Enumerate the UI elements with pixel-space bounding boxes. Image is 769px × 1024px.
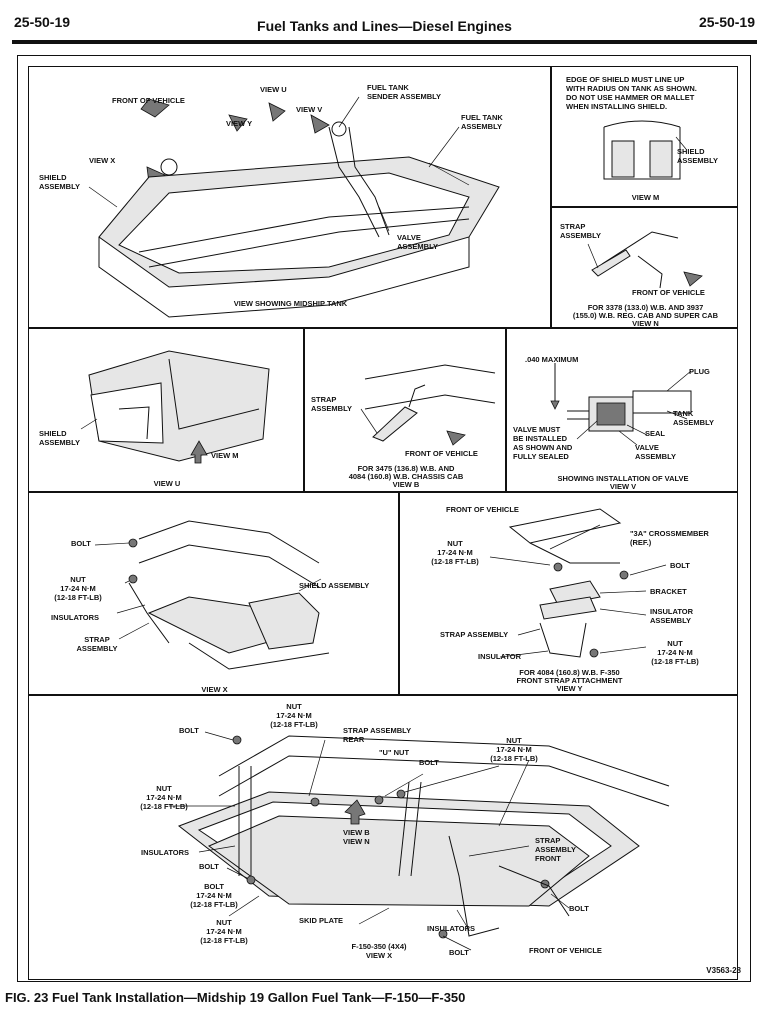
caption-view-n: FOR 3378 (133.0) W.B. AND 3937 (155.0) W…	[572, 303, 719, 328]
caption-view-b: FOR 3475 (136.8) W.B. AND 4084 (160.8) W…	[348, 464, 464, 489]
view-v-drawing	[550, 363, 692, 446]
label-bolt-y: BOLT	[670, 561, 690, 570]
figure-frame	[17, 55, 751, 982]
label-front-of-vehicle-y: FRONT OF VEHICLE	[446, 505, 519, 514]
label-bolt-torque-4x4: BOLT 17-24 N·m (12-18 FT-LB)	[190, 882, 238, 909]
panel-midship-tank: FRONT OF VEHICLE VIEW U VIEW V VIEW Y VI…	[28, 66, 551, 328]
label-front-of-vehicle-n: FRONT OF VEHICLE	[632, 288, 705, 297]
caption-midship-tank: VIEW SHOWING MIDSHIP TANK	[233, 299, 348, 308]
label-fuel-tank-sender: FUEL TANK SENDER ASSEMBLY	[367, 83, 442, 101]
label-shield-assembly-u: SHIELD ASSEMBLY	[39, 429, 80, 447]
view-b-drawing	[360, 364, 496, 446]
arrow-front-n	[683, 271, 703, 287]
figure-code: V3563-28	[706, 966, 741, 975]
frame-rails	[98, 237, 470, 318]
midship-tank-drawing	[88, 96, 500, 318]
label-nut-top-y: NUT 17-24 N·m (12-18 FT-LB)	[431, 539, 479, 566]
header-rule	[12, 40, 757, 44]
panel-view-m: EDGE OF SHIELD MUST LINE UP WITH RADIUS …	[551, 66, 738, 207]
arrow-front-of-vehicle	[140, 98, 170, 118]
label-skid-plate: SKID PLATE	[299, 916, 344, 925]
view-m-drawing	[603, 120, 687, 180]
caption-view-u: VIEW U	[153, 479, 181, 488]
label-nut-left-4x4: NUT 17-24 N·m (12-18 FT-LB)	[140, 784, 188, 811]
label-seal: SEAL	[645, 429, 666, 438]
panel-view-u: SHIELD ASSEMBLY VIEW M VIEW U	[28, 328, 304, 492]
label-bolt-right-4x4: BOLT	[569, 904, 589, 913]
label-front-of-vehicle-b: FRONT OF VEHICLE	[405, 449, 478, 458]
caption-view-m: VIEW M	[631, 193, 660, 202]
label-strap-assembly-b: STRAP ASSEMBLY	[311, 395, 352, 413]
label-u-nut: "U" NUT	[379, 748, 410, 757]
figure-caption: FIG. 23 Fuel Tank Installation—Midship 1…	[5, 990, 466, 1005]
label-040-maximum: .040 MAXIMUM	[525, 355, 579, 364]
label-strap-front: STRAP ASSEMBLY FRONT	[535, 836, 576, 863]
label-bolt-x: BOLT	[71, 539, 91, 548]
label-shield-assembly-m: SHIELD ASSEMBLY	[677, 147, 718, 165]
label-nut-right-4x4: NUT 17-24 N·m (12-18 FT-LB)	[490, 736, 538, 763]
label-view-u: VIEW U	[260, 85, 287, 94]
label-nut-x: NUT 17-24 N·m (12-18 FT-LB)	[54, 575, 102, 602]
label-insulator-assembly: INSULATOR ASSEMBLY	[650, 607, 694, 625]
skid-plate-drawing	[169, 731, 670, 951]
label-bolt-mid-4x4: BOLT	[419, 758, 439, 767]
label-nut-top-4x4: NUT 17-24 N·m (12-18 FT-LB)	[270, 702, 318, 729]
caption-view-v: SHOWING INSTALLATION OF VALVE VIEW V	[557, 474, 689, 491]
label-strap-rear: STRAP ASSEMBLY REAR	[343, 726, 412, 744]
label-insulators-bottom: INSULATORS	[427, 924, 476, 933]
label-front-of-vehicle-4x4: FRONT OF VEHICLE	[529, 946, 602, 955]
label-view-v: VIEW V	[296, 105, 323, 114]
label-valve-assembly-v: VALVE ASSEMBLY	[635, 443, 676, 461]
label-view-x: VIEW X	[89, 156, 116, 165]
label-view-y: VIEW Y	[226, 119, 253, 128]
arrow-view-v	[310, 114, 330, 134]
label-crossmember: "3A" CROSSMEMBER (REF.)	[630, 529, 709, 547]
panel-view-v: .040 MAXIMUM PLUG TANK ASSEMBLY SEAL VAL…	[506, 328, 738, 492]
label-view-b-n: VIEW B VIEW N	[343, 828, 370, 846]
view-y-drawing	[489, 508, 667, 658]
caption-view-y: FOR 4084 (160.8) W.B. F-350 FRONT STRAP …	[516, 668, 623, 693]
view-x-drawing	[94, 520, 330, 670]
label-fuel-tank-assembly: FUEL TANK ASSEMBLY	[461, 113, 503, 131]
label-shield-assembly-x: SHIELD ASSEMBLY	[299, 581, 370, 590]
label-bracket: BRACKET	[650, 587, 687, 596]
label-tank-assembly-v: TANK ASSEMBLY	[673, 409, 714, 427]
label-view-m-arrow: VIEW M	[211, 451, 239, 460]
panel-view-b: STRAP ASSEMBLY FRONT OF VEHICLE FOR 3475…	[304, 328, 506, 492]
arrow-view-b-n	[344, 799, 366, 825]
caption-view-x: VIEW X	[201, 685, 228, 694]
label-strap-assembly-y: STRAP ASSEMBLY	[440, 630, 509, 639]
label-strap-assembly-n: STRAP ASSEMBLY	[560, 222, 601, 240]
arrow-front-b	[446, 430, 466, 446]
label-plug: PLUG	[689, 367, 710, 376]
view-n-drawing	[587, 231, 703, 289]
view-u-drawing	[80, 350, 270, 464]
label-nut-bottom-y: NUT 17-24 N·m (12-18 FT-LB)	[651, 639, 699, 666]
label-nut-bottom-4x4: NUT 17-24 N·m (12-18 FT-LB)	[200, 918, 248, 945]
label-bolt-left-4x4: BOLT	[199, 862, 219, 871]
page-number-left: 25-50-19	[14, 14, 71, 30]
arrow-view-y	[228, 114, 248, 132]
label-insulators-left: INSULATORS	[141, 848, 190, 857]
page-number-right: 25-50-19	[698, 14, 755, 30]
label-insulators-x: INSULATORS	[51, 613, 100, 622]
panel-view-x: BOLT NUT 17-24 N·m (12-18 FT-LB) INSULAT…	[28, 492, 399, 695]
panel-4x4-view-x: NUT 17-24 N·m (12-18 FT-LB) BOLT STRAP A…	[28, 695, 738, 980]
label-valve-note: VALVE MUST BE INSTALLED AS SHOWN AND FUL…	[513, 425, 573, 461]
section-title: Fuel Tanks and Lines—Diesel Engines	[257, 18, 512, 34]
panel-view-n: STRAP ASSEMBLY FRONT OF VEHICLE FOR 3378…	[551, 207, 738, 328]
label-valve-assembly: VALVE ASSEMBLY	[397, 233, 438, 251]
arrow-view-m	[190, 440, 208, 464]
label-front-of-vehicle: FRONT OF VEHICLE	[112, 96, 185, 105]
label-strap-assembly-x: STRAP ASSEMBLY	[76, 635, 118, 653]
label-bolt-bottom-4x4: BOLT	[449, 948, 469, 957]
caption-4x4: F-150-350 (4X4) VIEW X	[351, 942, 407, 960]
label-shield-assembly: SHIELD ASSEMBLY	[39, 173, 80, 191]
label-bolt-top-4x4: BOLT	[179, 726, 199, 735]
label-view-m-note: EDGE OF SHIELD MUST LINE UP WITH RADIUS …	[566, 75, 697, 111]
arrow-view-u	[268, 102, 286, 122]
panel-view-y: FRONT OF VEHICLE NUT 17-24 N·m (12-18 FT…	[399, 492, 738, 695]
label-insulator-y: INSULATOR	[478, 652, 522, 661]
